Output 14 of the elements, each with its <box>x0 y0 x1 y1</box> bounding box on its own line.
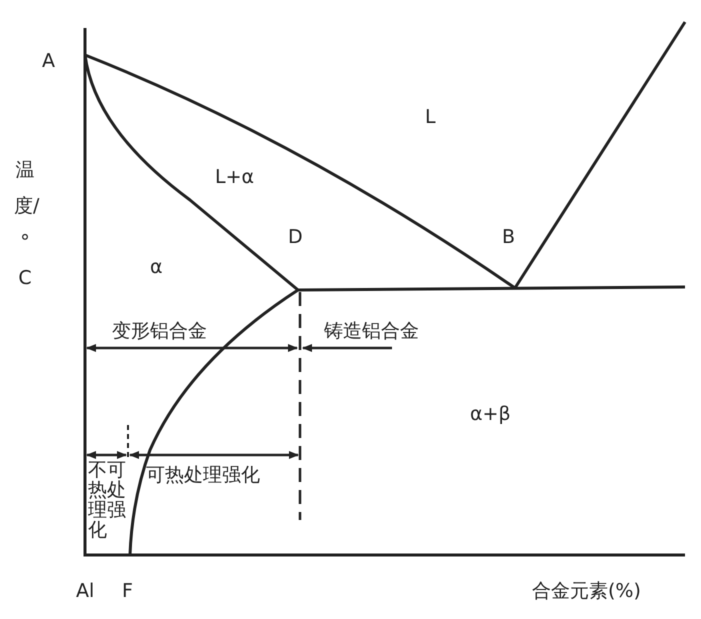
phase-label: L <box>425 108 436 127</box>
axis-label: 合金元素(%) <box>532 582 641 601</box>
point-label: B <box>502 228 516 247</box>
point-label: F <box>122 582 133 601</box>
axis-label: Al <box>76 582 94 601</box>
range-label: 可热处理强化 <box>146 466 260 485</box>
range-label: 不可热处理强化 <box>88 460 128 540</box>
point-label: A <box>42 52 55 71</box>
phase-label: α <box>150 258 163 277</box>
point-label: D <box>288 228 303 247</box>
phase-label: L+α <box>215 168 254 187</box>
phase-label: α+β <box>470 405 511 424</box>
range-label: 铸造铝合金 <box>324 322 419 341</box>
range-label: 变形铝合金 <box>112 322 207 341</box>
